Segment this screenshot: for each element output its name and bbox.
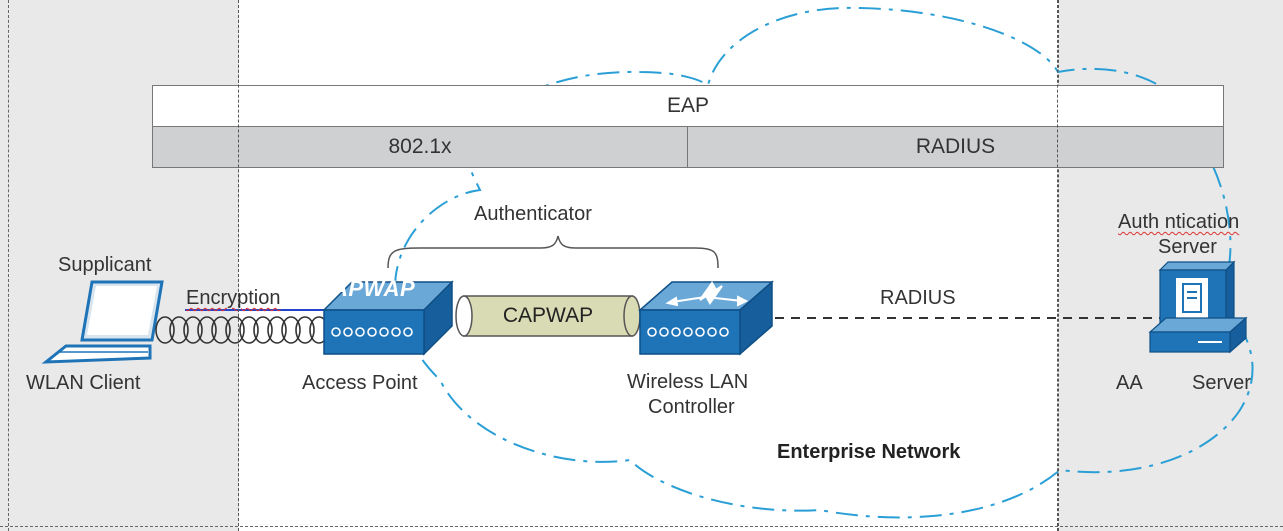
- wireless-lan-controller-icon: [638, 280, 774, 356]
- capwap-label: CAPWAP: [502, 304, 594, 327]
- radius-bar-label: RADIUS: [915, 135, 996, 158]
- left-boundary-line: [8, 0, 9, 531]
- auth-server-label-line2: Server: [1158, 236, 1217, 258]
- laptop-icon: [41, 280, 164, 364]
- dot1x-label: 802.1x: [388, 135, 452, 158]
- access-point-label: Access Point: [302, 372, 418, 394]
- server-label: Server: [1192, 372, 1251, 394]
- ap-badge-label: APWAP: [332, 276, 416, 301]
- server-icon: [1148, 260, 1248, 354]
- capwap-tunnel: [455, 295, 641, 337]
- wlan-client-label: WLAN Client: [26, 372, 141, 394]
- authenticator-brace: [387, 235, 719, 269]
- radius-link-label: RADIUS: [880, 287, 956, 309]
- encryption-label: Encryption: [186, 287, 281, 309]
- aa-label: AA: [1116, 372, 1143, 394]
- supplicant-label: Supplicant: [58, 254, 152, 276]
- bottom-boundary-line: [0, 526, 1283, 527]
- authenticator-label: Authenticator: [474, 203, 592, 225]
- auth-server-label-line1: Auth ntication: [1118, 211, 1240, 233]
- enterprise-network-cloud: [393, 6, 1254, 519]
- supplicant-zone-boundary: [238, 0, 239, 531]
- eap-label: EAP: [666, 94, 710, 117]
- wlc-label-line2: Controller: [648, 396, 735, 418]
- server-zone-boundary: [1057, 0, 1058, 531]
- wireless-link-icon: [155, 316, 329, 344]
- eap-bar: EAP: [152, 85, 1224, 127]
- wlc-label-line1: Wireless LAN: [627, 371, 749, 393]
- access-point-icon: [322, 280, 454, 356]
- dot1x-bar: 802.1x: [152, 126, 688, 168]
- radius-bar: RADIUS: [687, 126, 1224, 168]
- enterprise-network-label: Enterprise Network: [777, 441, 961, 463]
